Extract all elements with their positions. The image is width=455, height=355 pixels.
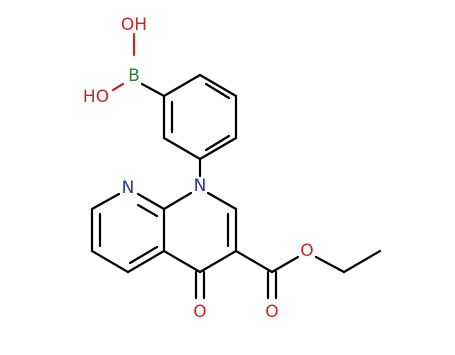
bond-C6-C5 <box>90 249 130 274</box>
bond-C5-C4a-inner <box>128 245 159 265</box>
bond-C4-C4a <box>162 249 202 274</box>
bond-C8a-N8 <box>136 192 166 211</box>
atom-N1: N <box>194 176 207 196</box>
bond-ph-2 <box>198 73 238 98</box>
bond-N1-C2 <box>206 191 238 211</box>
bond-O-CH2 <box>314 255 346 274</box>
bond-B-ring <box>140 82 166 98</box>
atom-O-ester: O <box>300 241 313 261</box>
bond-CH2-CH3 <box>342 249 382 274</box>
bond-Cester-O <box>270 255 300 274</box>
atom-HO: HO <box>83 87 109 107</box>
bond-ph-2-inner <box>204 82 231 100</box>
atom-N8: N <box>122 178 135 198</box>
bond-ph-4 <box>198 136 238 161</box>
atom-labels: B OH HO N N O O O <box>83 15 314 322</box>
atom-B: B <box>128 66 140 86</box>
bond-C3-C4 <box>198 249 238 274</box>
atom-O-ketone: O <box>193 302 206 322</box>
bond-N8-C7 <box>90 192 121 211</box>
bond-ph-5 <box>162 136 202 161</box>
atom-O-ester-carbonyl: O <box>265 302 278 322</box>
bond-C8a-N1 <box>162 191 193 211</box>
bond-C8a-N8-inner <box>136 203 159 218</box>
bond-C5-C4a <box>126 249 166 274</box>
bonds <box>90 32 382 300</box>
bond-C3-Cester <box>234 249 274 274</box>
bond-ph-4-inner <box>204 134 231 152</box>
atom-OH: OH <box>121 15 147 35</box>
bond-ph-1 <box>162 73 202 98</box>
bond-B-HO <box>111 82 125 92</box>
